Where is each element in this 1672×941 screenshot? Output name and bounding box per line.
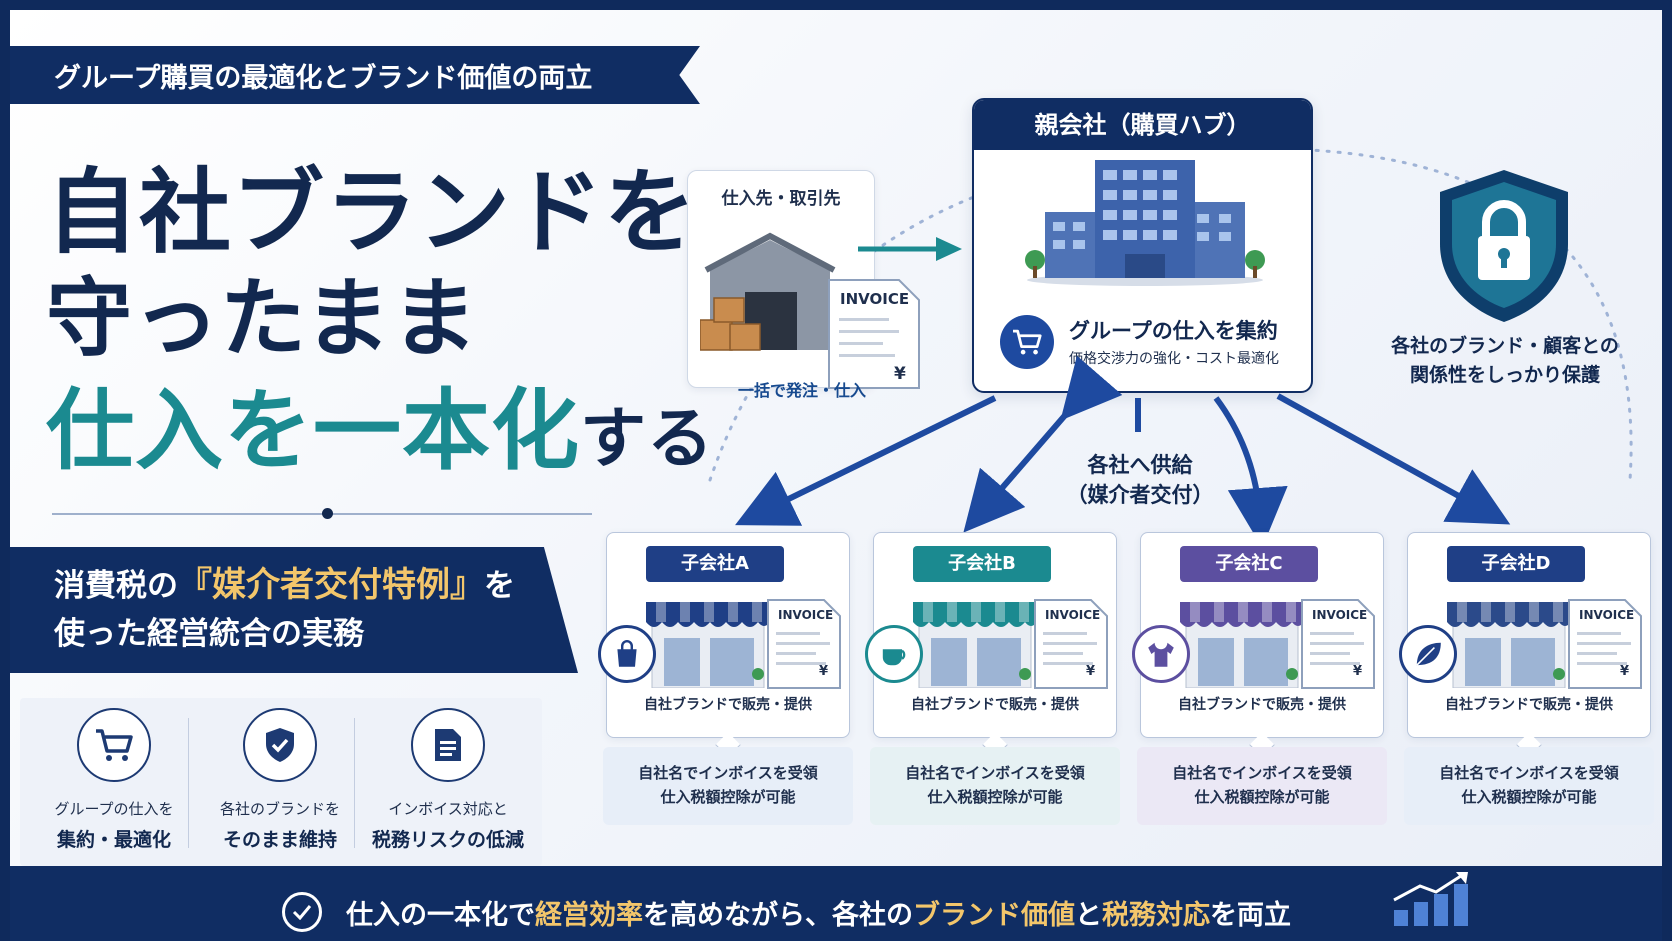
bottom-text-part: と (1075, 900, 1102, 931)
feature-consolidate: グループの仕入を 集約・最適化 (32, 708, 196, 858)
headline-line2: 守ったまま (46, 268, 479, 369)
headline-line3: 仕入を一本化する (46, 360, 714, 487)
feature-separator (354, 718, 355, 848)
mid-banner: 消費税の『媒介者交付特例』を 使った経営統合の実務 (10, 547, 578, 673)
growth-chart-icon (1393, 872, 1468, 926)
leaf-icon (1399, 625, 1457, 683)
feature-invoice: インボイス対応と 税務リスクの低減 (366, 708, 530, 858)
shield-check-icon (243, 708, 317, 782)
feature-line2: 集約・最適化 (56, 829, 171, 851)
feature-line1: 各社のブランドを (219, 800, 340, 818)
supply-label-line2: （媒介者交付） (1066, 483, 1214, 507)
subsidiary-note: 自社名でインボイスを受領 仕入税額控除が可能 (1404, 747, 1654, 825)
subsidiary-caption: 自社ブランドで販売・提供 (644, 697, 812, 713)
subsidiary-note-line1: 自社名でインボイスを受領 (1439, 764, 1619, 782)
cart-icon (77, 708, 151, 782)
supplier-invoice-label: INVOICE (840, 290, 910, 308)
lock-shield-icon (1440, 170, 1568, 322)
top-banner: グループ購買の最適化とブランド価値の両立 (10, 46, 700, 104)
subsidiary-note: 自社名でインボイスを受領 仕入税額控除が可能 (1137, 747, 1387, 825)
bottom-text-part: を高めながら、各社の (643, 900, 913, 931)
subsidiary-name: 子会社A (646, 546, 784, 582)
storefront-icon (1447, 602, 1571, 688)
mid-banner-highlight: 『媒介者交付特例』 (178, 565, 484, 605)
mid-banner-pre: 消費税の (54, 568, 178, 604)
distribution-arrows (735, 355, 1511, 548)
headline-line1: 自社ブランドを (46, 158, 698, 266)
subsidiary-caption: 自社ブランドで販売・提供 (1445, 697, 1613, 713)
warehouse-icon (700, 232, 836, 351)
feature-separator (188, 718, 189, 848)
subsidiary-name: 子会社D (1447, 546, 1585, 582)
invoice-document-icon (1301, 599, 1375, 689)
supply-label-line1: 各社へ供給 (1087, 453, 1193, 477)
brand-protect-text: 各社のブランド・顧客との 関係性をしっかり保護 (1370, 332, 1640, 390)
yen-icon: ¥ (1086, 664, 1096, 679)
invoice-label: INVOICE (778, 608, 834, 622)
mid-banner-line2: 使った経営統合の実務 (54, 616, 364, 652)
feature-brand: 各社のブランドを そのまま維持 (198, 708, 362, 858)
yen-icon: ¥ (1353, 664, 1363, 679)
coffee-cup-icon (865, 625, 923, 683)
parent-main-text: グループの仕入を集約 (1069, 319, 1278, 343)
invoice-document-icon (828, 279, 920, 389)
subsidiary-note-line2: 仕入税額控除が可能 (660, 788, 796, 806)
supply-arrow (858, 237, 962, 261)
mid-banner-post: を (484, 568, 515, 604)
brand-protect-line1: 各社のブランド・顧客との (1391, 335, 1619, 357)
document-icon (411, 708, 485, 782)
shopping-bag-icon (598, 625, 656, 683)
headline-divider-dot (322, 508, 333, 519)
brand-protect-line2: 関係性をしっかり保護 (1409, 364, 1600, 386)
supplier-caption: 一括で発注・仕入 (738, 381, 867, 400)
supplier-title: 仕入先・取引先 (721, 189, 841, 209)
feature-line1: インボイス対応と (388, 800, 508, 818)
subsidiary-note-line1: 自社名でインボイスを受領 (1172, 764, 1352, 782)
storefront-icon (1180, 602, 1304, 688)
top-banner-text: グループ購買の最適化とブランド価値の両立 (54, 62, 593, 94)
subsidiary-note-line2: 仕入税額控除が可能 (1194, 788, 1330, 806)
subsidiary-note-line2: 仕入税額控除が可能 (927, 788, 1063, 806)
feature-line1: グループの仕入を (54, 800, 174, 818)
headline-suffix: する (580, 399, 715, 477)
bottom-highlight-efficiency: 経営効率 (535, 900, 643, 931)
headline-highlight: 仕入を一本化 (46, 378, 581, 482)
supply-label: 各社へ供給 （媒介者交付） (1050, 450, 1230, 510)
storefront-icon (646, 602, 770, 688)
feature-line2: 税務リスクの低減 (371, 829, 524, 851)
invoice-document-icon (1568, 599, 1642, 689)
yen-icon: ¥ (894, 364, 906, 384)
subsidiary-note: 自社名でインボイスを受領 仕入税額控除が可能 (603, 747, 853, 825)
invoice-label: INVOICE (1312, 608, 1368, 622)
parent-card: 親会社（購買ハブ） (972, 98, 1313, 393)
subsidiary-name: 子会社B (913, 546, 1051, 582)
bottom-highlight-brand: ブランド価値 (913, 900, 1075, 931)
subsidiary-note-line2: 仕入税額控除が可能 (1461, 788, 1597, 806)
bottom-text-part: を両立 (1210, 900, 1291, 931)
subsidiary-note: 自社名でインボイスを受領 仕入税額控除が可能 (870, 747, 1120, 825)
feature-line2: そのまま維持 (222, 829, 337, 851)
tshirt-icon (1132, 625, 1190, 683)
check-circle-icon (282, 892, 322, 932)
invoice-document-icon (767, 599, 841, 689)
bottom-text-part: 仕入の一本化で (346, 900, 535, 931)
subsidiary-note-line1: 自社名でインボイスを受領 (638, 764, 818, 782)
subsidiary-note-line1: 自社名でインボイスを受領 (905, 764, 1085, 782)
subsidiary-caption: 自社ブランドで販売・提供 (1178, 697, 1346, 713)
subsidiary-name: 子会社C (1180, 546, 1318, 582)
parent-title: 親会社（購買ハブ） (974, 100, 1311, 150)
subsidiary-caption: 自社ブランドで販売・提供 (911, 697, 1079, 713)
bottom-highlight-tax: 税務対応 (1102, 900, 1210, 931)
bottom-message: 仕入の一本化で経営効率を高めながら、各社のブランド価値と税務対応を両立 (346, 893, 1291, 932)
storefront-icon (913, 602, 1037, 688)
yen-icon: ¥ (1620, 664, 1630, 679)
yen-icon: ¥ (819, 664, 829, 679)
invoice-label: INVOICE (1045, 608, 1101, 622)
invoice-document-icon (1034, 599, 1108, 689)
office-building-icon (1025, 160, 1265, 286)
invoice-label: INVOICE (1579, 608, 1635, 622)
